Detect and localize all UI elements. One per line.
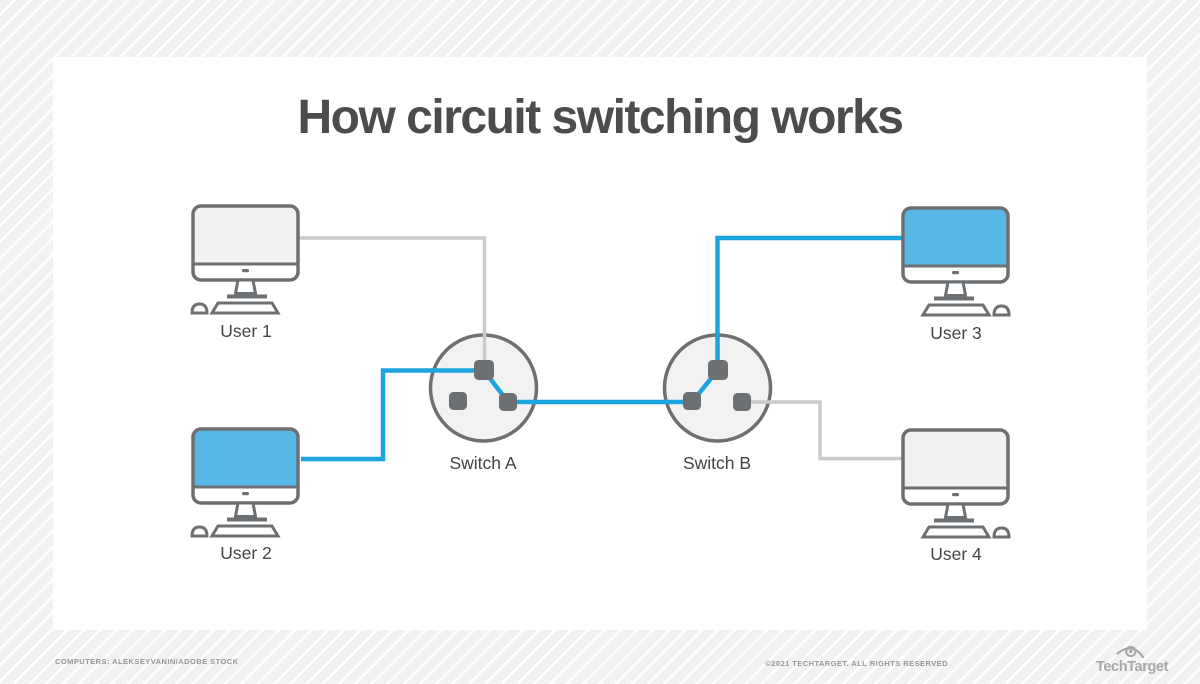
node-label-switch-b: Switch B xyxy=(682,453,752,473)
port-square xyxy=(708,360,728,380)
image-credit: COMPUTERS: ALEKSEYVANIN/ADOBE STOCK xyxy=(55,657,239,666)
port-square xyxy=(499,393,517,411)
connection-active-circuit xyxy=(301,235,902,462)
node-label-switch-a: Switch A xyxy=(449,453,517,473)
eye-icon xyxy=(1116,645,1145,659)
connection-switchb-user4 xyxy=(742,400,902,461)
imac-icon-user2 xyxy=(190,427,300,538)
switch-b-ports xyxy=(683,360,751,411)
techtarget-logo: TechTarget xyxy=(1096,641,1169,679)
port-square xyxy=(683,392,701,410)
copyright-notice: ©2021 TECHTARGET. ALL RIGHTS RESERVED xyxy=(765,659,948,668)
imac-icon-user3 xyxy=(901,206,1011,317)
port-square xyxy=(474,360,494,380)
node-label-user2: User 2 xyxy=(220,543,272,563)
imac-icon-user4 xyxy=(901,428,1011,539)
port-square xyxy=(449,392,467,410)
page-title: How circuit switching works xyxy=(297,91,904,144)
imac-icon-user1 xyxy=(190,204,300,315)
port-square xyxy=(733,393,751,411)
node-label-user4: User 4 xyxy=(930,544,982,564)
node-label-user3: User 3 xyxy=(930,323,982,343)
connection-user1-switcha xyxy=(299,236,487,362)
brand-wordmark: TechTarget xyxy=(1096,659,1169,675)
node-label-user1: User 1 xyxy=(220,321,272,341)
switch-a-ports xyxy=(449,360,517,411)
